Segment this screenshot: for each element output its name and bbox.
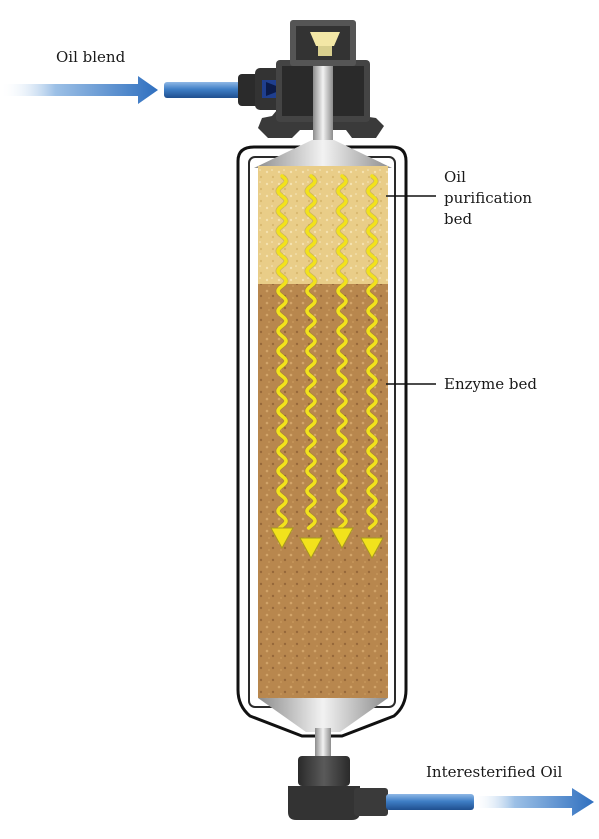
flow-path-1 — [276, 174, 288, 530]
flow-arrowhead-4 — [360, 537, 384, 560]
inlet-label: Oil blend — [56, 48, 126, 66]
outlet-flow-arrow — [472, 788, 594, 816]
inlet-flow-arrow — [0, 76, 158, 104]
vent-valve — [310, 32, 340, 46]
flow-arrowhead-1 — [270, 527, 294, 550]
purification-label-line3: bed — [444, 210, 472, 228]
outlet-stem — [315, 728, 331, 764]
outlet-fitting — [288, 756, 388, 820]
outlet-pipe — [386, 794, 474, 810]
column-head-fitting — [258, 20, 384, 150]
purification-label-line1: Oil — [444, 168, 466, 186]
flow-arrowhead-2 — [299, 537, 323, 560]
purification-label-line2: purification — [444, 189, 532, 207]
inlet-distributor-cone — [254, 140, 392, 168]
enzyme-label: Enzyme bed — [444, 375, 537, 393]
flow-path-3 — [336, 174, 348, 530]
flow-path-2 — [305, 174, 317, 530]
flow-arrowhead-3 — [330, 527, 354, 550]
inlet-pipe — [164, 82, 248, 98]
flow-path-4 — [366, 174, 378, 530]
flow-path-arrows — [270, 174, 384, 560]
outlet-collector-cone — [258, 698, 388, 732]
outlet-label: Interesterified Oil — [426, 763, 562, 781]
